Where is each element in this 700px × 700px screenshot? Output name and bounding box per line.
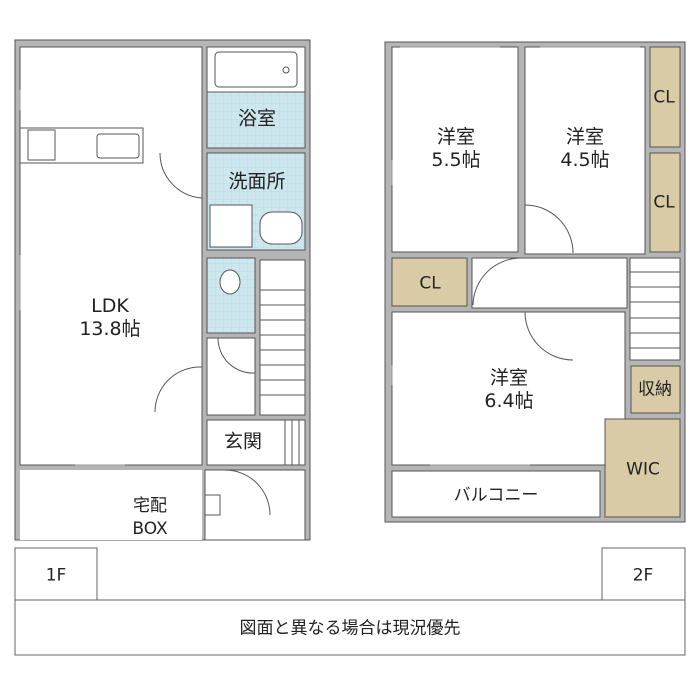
storage-label: 収納 — [638, 379, 672, 400]
closet-b2 — [649, 152, 681, 253]
delivery-box-label: 宅配 BOX — [132, 495, 167, 541]
room-entrance-label: 玄関 — [223, 430, 263, 453]
room-name: 洋室 — [489, 367, 528, 389]
balcony-label: バルコニー — [453, 485, 539, 506]
delivery-box-line2: BOX — [132, 519, 168, 539]
washing-machine-icon — [209, 204, 253, 248]
wic-label: WIC — [626, 459, 660, 480]
hall-floor — [206, 337, 256, 416]
bath-tub — [214, 51, 298, 88]
ldk-floor — [19, 46, 203, 466]
room-5-5-floor — [391, 46, 519, 253]
room-size: 6.4帖 — [484, 390, 534, 412]
room-size: 13.8帖 — [79, 318, 141, 340]
washbasin-icon — [259, 211, 303, 245]
stove-icon — [27, 129, 56, 161]
room-size: 5.5帖 — [431, 149, 481, 171]
2f-stairs — [629, 257, 681, 361]
disclaimer-note: 図面と異なる場合は現況優先 — [239, 618, 461, 639]
room-washroom-label: 洗面所 — [228, 170, 286, 193]
room-name: 洋室 — [565, 126, 604, 148]
delivery-box-line1: 宅配 — [133, 496, 167, 516]
storage-closet — [630, 365, 681, 414]
delivery-box-icon — [204, 494, 221, 516]
closet-b1-label: CL — [653, 87, 675, 108]
bath-drain-icon — [282, 66, 290, 74]
closet-a — [391, 257, 468, 307]
toilet-floor — [206, 257, 256, 334]
toilet-icon — [219, 269, 241, 295]
note-box — [14, 599, 686, 656]
bath-floor — [206, 91, 306, 149]
room-6-4-floor — [391, 311, 626, 466]
hall-2f — [471, 257, 628, 309]
floor2-label: 2F — [632, 565, 654, 586]
door-swing — [159, 152, 203, 199]
1f-stairs — [259, 259, 306, 416]
sink-icon — [96, 133, 140, 159]
yard — [20, 470, 202, 540]
closet-a-label: CL — [419, 273, 441, 294]
wic-closet — [604, 418, 681, 518]
closet-b2-label: CL — [653, 192, 675, 213]
room-name: 洋室 — [436, 126, 475, 148]
entrance-floor — [206, 419, 306, 466]
balcony-floor — [391, 470, 601, 518]
room-bath-label: 浴室 — [237, 107, 277, 130]
room-name: LDK — [91, 295, 129, 317]
floor1-label: 1F — [45, 565, 67, 586]
room-size: 4.5帖 — [560, 149, 610, 171]
closet-b1 — [649, 46, 681, 148]
porch-floor — [204, 469, 306, 541]
